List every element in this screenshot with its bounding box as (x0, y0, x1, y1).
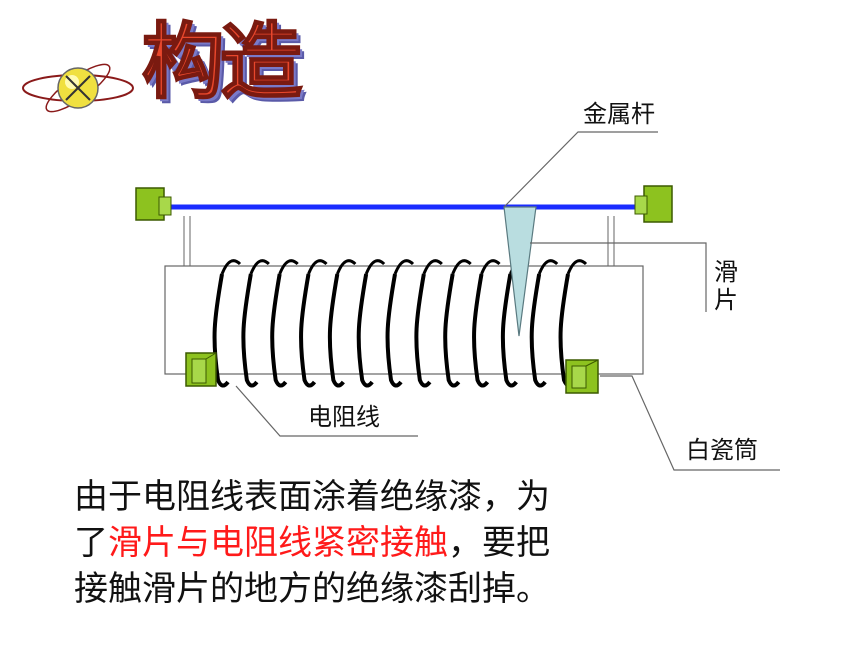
coil-turn-front (385, 273, 403, 388)
rod-terminal-left (135, 187, 172, 221)
label-resistance-wire: 电阻线 (308, 403, 380, 431)
leader-lines (235, 131, 780, 471)
coil-turn-back (335, 259, 357, 275)
label-porcelain-tube: 白瓷筒 (686, 436, 758, 464)
wire-terminal-right (565, 359, 599, 394)
label-slider: 滑片 (714, 258, 738, 314)
explanation-paragraph: 由于电阻线表面涂着绝缘漆，为 了滑片与电阻线紧密接触，要把 接触滑片的地方的绝缘… (74, 474, 634, 612)
coil-turn-front (414, 273, 432, 388)
coil-turn-front (529, 273, 547, 388)
paragraph-highlight: 滑片与电阻线紧密接触 (108, 523, 448, 563)
coil-turn-back (537, 259, 559, 275)
coil-turn-back (249, 259, 270, 275)
coil-turn-front (299, 273, 317, 388)
page-title: 构造 (141, 15, 303, 110)
paragraph-line-2-prefix: 了 (74, 523, 108, 563)
coil-front (212, 273, 576, 388)
slider (503, 206, 537, 337)
coil-turn-front (356, 273, 374, 388)
paragraph-line-1: 由于电阻线表面涂着绝缘漆，为 (74, 477, 550, 517)
label-metal-rod: 金属杆 (583, 100, 655, 128)
coil-turn-front (443, 273, 461, 388)
wire-terminal-left (185, 352, 217, 387)
coil-turn-back (566, 259, 588, 275)
coil-turn-front (472, 273, 490, 388)
coil-turn-back (422, 259, 443, 275)
coil-turn-back (480, 259, 501, 275)
paragraph-line-3: 接触滑片的地方的绝缘漆刮掉。 (74, 569, 550, 609)
coil-back (220, 259, 588, 275)
rod-terminal-right (634, 185, 673, 223)
coil-turn-front (270, 273, 288, 388)
coil-turn-back (220, 259, 242, 275)
rod-supports (183, 216, 615, 266)
porcelain-tube (164, 265, 644, 375)
coil-turn-back (307, 259, 328, 275)
paragraph-line-2-suffix: ，要把 (448, 523, 550, 563)
coil-turn-front (327, 273, 345, 388)
coil-turn-back (393, 259, 415, 275)
atom-orbit-icon (22, 63, 134, 113)
coil-turn-back (278, 259, 299, 275)
coil-turn-front (212, 273, 230, 388)
coil-turn-back (364, 259, 386, 275)
coil-turn-front (500, 273, 518, 388)
coil-turn-back (451, 259, 472, 275)
coil-turn-front (241, 273, 259, 388)
